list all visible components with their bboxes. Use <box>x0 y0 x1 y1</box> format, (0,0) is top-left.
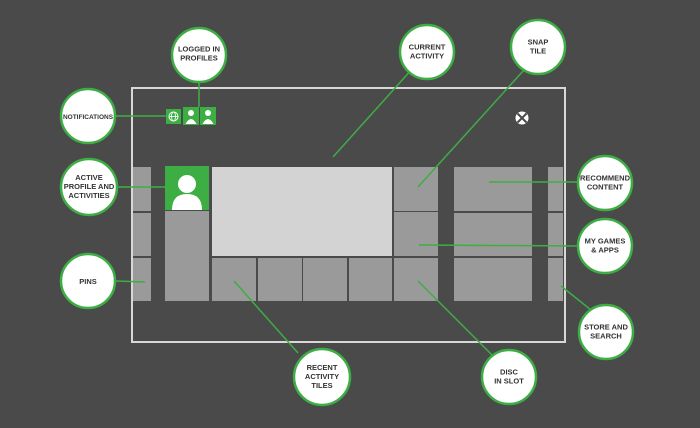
recent-activity-tile <box>349 258 392 301</box>
connector-disc <box>417 280 493 356</box>
snap-tile <box>394 167 438 211</box>
connector-my-games <box>418 244 579 247</box>
callout-pins: PINS <box>59 252 117 310</box>
recent-activity-tile <box>303 258 347 301</box>
svg-text:NOTIFICATIONS: NOTIFICATIONS <box>63 114 114 121</box>
person-icon <box>202 110 214 124</box>
store-tile-top <box>548 167 563 211</box>
connector-recent <box>233 280 299 354</box>
connector-snap <box>417 69 525 188</box>
connector-store <box>560 285 592 311</box>
callout-my-games-apps: MY GAMES& APPS <box>576 217 634 275</box>
person-icon <box>172 175 202 210</box>
pins-tile-top <box>133 167 151 211</box>
store-tile-bottom <box>548 258 563 301</box>
person-icon <box>185 110 197 124</box>
active-activities-tile <box>165 211 209 301</box>
recommend-tile-top <box>454 167 532 211</box>
recent-activity-tile <box>212 258 256 301</box>
current-activity-tile <box>212 167 392 256</box>
svg-text:MY GAMES& APPS: MY GAMES& APPS <box>585 237 626 255</box>
recommend-tile-middle <box>454 213 532 256</box>
pins-tile-middle <box>133 213 151 256</box>
pins-tile-bottom <box>133 258 151 301</box>
tv-screen-frame <box>131 87 566 343</box>
recent-activity-tile <box>258 258 302 301</box>
globe-icon <box>168 111 179 122</box>
connector-current-activity <box>332 67 414 158</box>
recommend-tile-bottom <box>454 258 532 301</box>
xbox-logo-icon <box>515 111 529 125</box>
connector-pins <box>115 280 146 283</box>
store-tile-middle <box>548 213 563 256</box>
my-games-apps-tile <box>394 212 438 256</box>
callout-notifications: NOTIFICATIONS <box>59 87 117 145</box>
svg-text:PINS: PINS <box>79 277 97 286</box>
